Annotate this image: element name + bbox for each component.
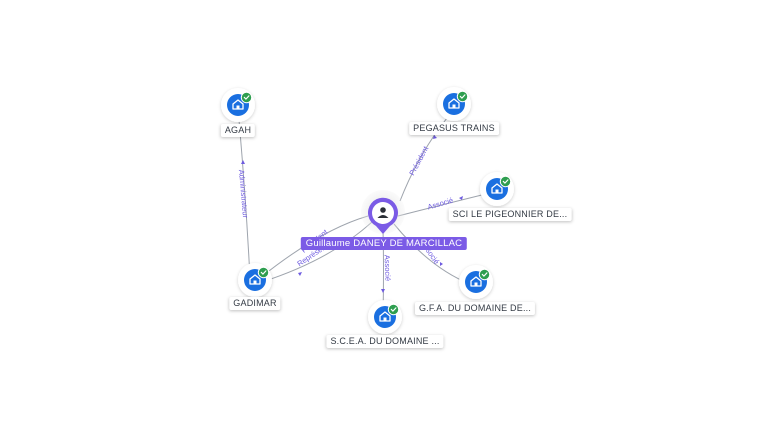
arrow-pigeonnier bbox=[459, 196, 463, 200]
company-label-scea-du-domaine[interactable]: S.C.E.A. DU DOMAINE ... bbox=[326, 335, 444, 348]
edge-person-gadimar-2 bbox=[261, 221, 373, 283]
verified-badge-icon bbox=[456, 90, 469, 103]
company-icon bbox=[491, 183, 503, 194]
company-icon bbox=[232, 99, 244, 110]
edge-person-pegasus bbox=[399, 111, 453, 202]
company-label-pegasus-trains[interactable]: PEGASUS TRAINS bbox=[409, 122, 499, 135]
verified-badge-icon bbox=[499, 175, 512, 188]
arrow-gadimar-1 bbox=[298, 272, 302, 276]
company-nodes bbox=[221, 87, 514, 334]
edge-label-associe-scea: Associé bbox=[383, 255, 393, 282]
verified-badge-icon bbox=[257, 266, 270, 279]
edge-label-president: Président bbox=[407, 144, 430, 177]
company-label-gfa-du-domaine[interactable]: G.F.A. DU DOMAINE DE... bbox=[414, 302, 536, 315]
company-node-pegasus[interactable] bbox=[437, 87, 471, 121]
company-icon bbox=[470, 276, 482, 287]
company-node-pigeonnier[interactable] bbox=[480, 172, 514, 206]
arrow-pegasus bbox=[433, 135, 437, 139]
arrow-gfa bbox=[440, 262, 443, 266]
company-label-sci-le-pigeonnier[interactable]: SCI LE PIGEONNIER DE... bbox=[448, 208, 572, 221]
company-label-gadimar[interactable]: GADIMAR bbox=[229, 297, 281, 310]
person-pin-inner bbox=[372, 202, 394, 224]
company-icon bbox=[379, 311, 391, 322]
verified-badge-icon bbox=[387, 303, 400, 316]
edge-label-administrateur: Administrateur bbox=[237, 169, 250, 218]
company-node-gfa[interactable] bbox=[459, 265, 493, 299]
person-label[interactable]: Guillaume DANEY DE MARCILLAC bbox=[300, 237, 468, 250]
person-icon bbox=[377, 207, 389, 218]
arrow-agah bbox=[241, 160, 245, 164]
arrow-scea bbox=[381, 289, 385, 293]
verified-badge-icon bbox=[240, 91, 253, 104]
edge-arrows bbox=[241, 135, 463, 293]
company-node-gadimar[interactable] bbox=[238, 263, 272, 297]
company-label-agah[interactable]: AGAH bbox=[220, 124, 256, 137]
company-icon bbox=[249, 274, 261, 285]
company-icon bbox=[448, 98, 460, 109]
company-node-scea[interactable] bbox=[368, 300, 402, 334]
person-node[interactable] bbox=[361, 190, 405, 234]
company-node-agah[interactable] bbox=[221, 88, 255, 122]
edge-agah-gadimar bbox=[238, 119, 251, 279]
verified-badge-icon bbox=[478, 268, 491, 281]
edge-labels: Administrateur Président Associé Associé… bbox=[237, 144, 454, 281]
